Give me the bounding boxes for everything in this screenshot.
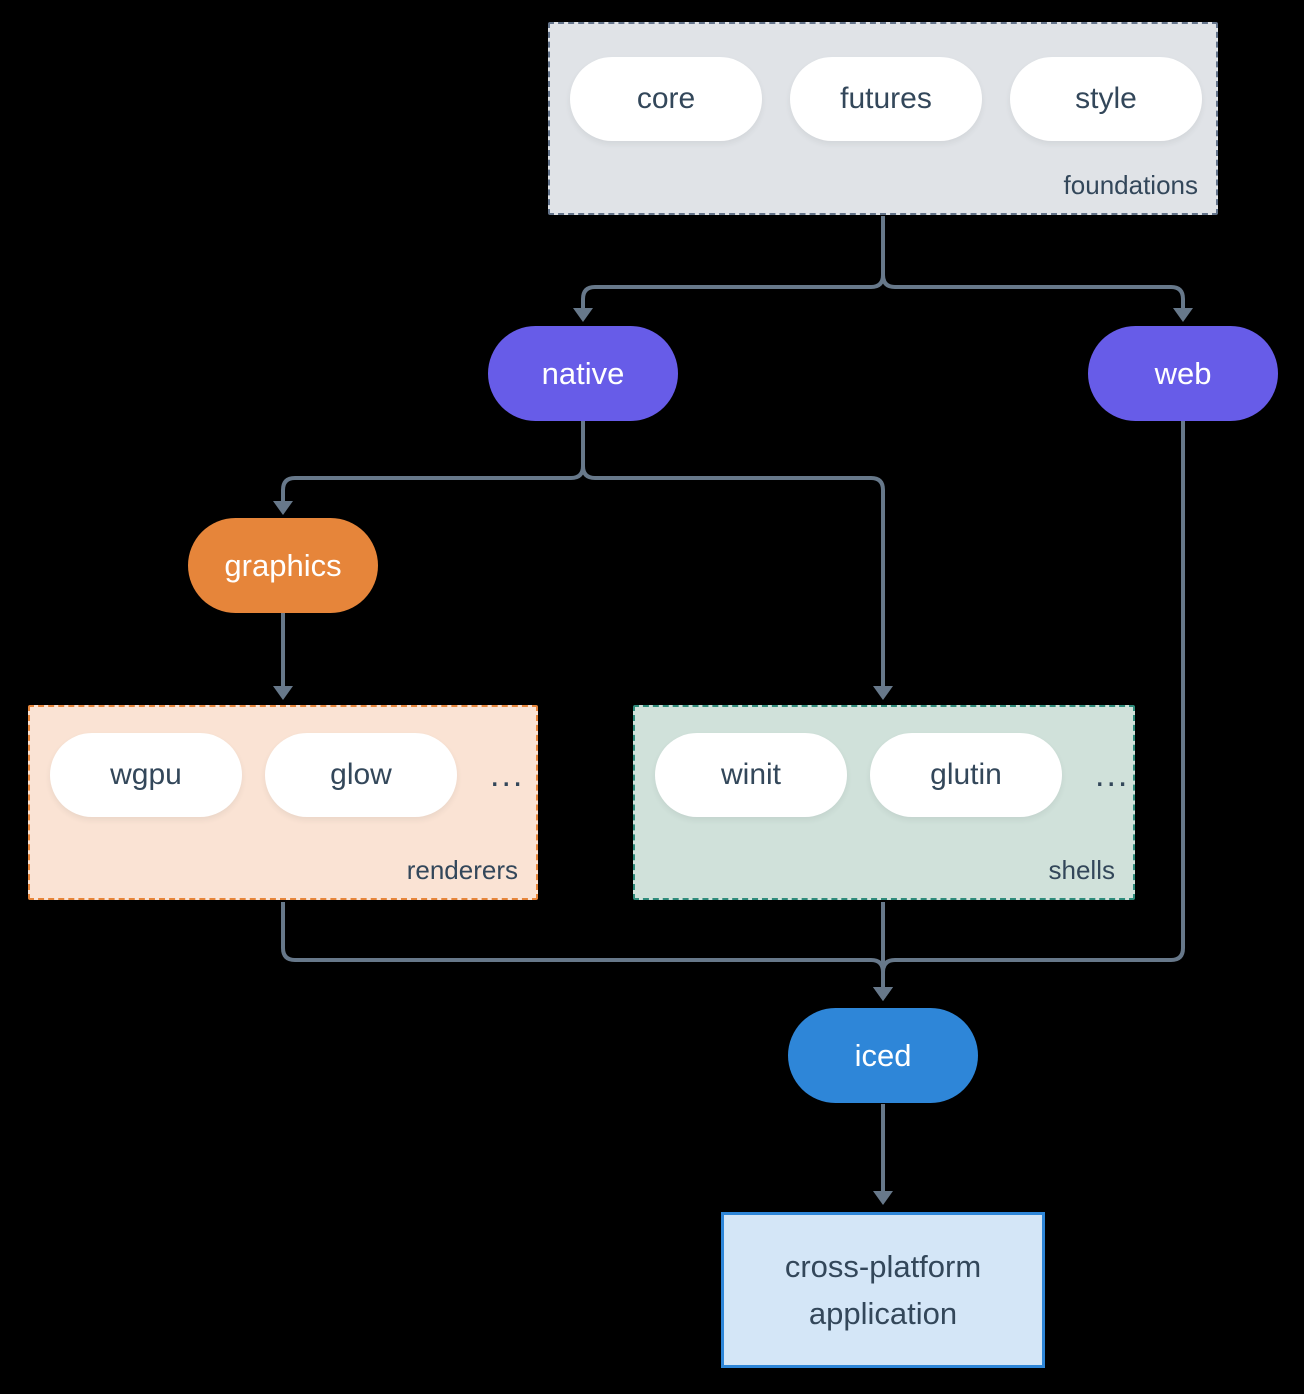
node-graphics: graphics <box>188 518 378 613</box>
pill-core: core <box>570 57 762 141</box>
connector-native-shells <box>581 421 893 700</box>
node-iced: iced <box>788 1008 978 1103</box>
renderers-pill-row: wgpu glow ... <box>30 707 536 817</box>
connector-foundations-web <box>881 216 1193 322</box>
pill-wgpu: wgpu <box>50 733 242 817</box>
foundations-label: foundations <box>1063 170 1198 200</box>
node-web: web <box>1088 326 1278 421</box>
application-label: cross-platform application <box>784 1249 982 1331</box>
pill-glutin: glutin <box>870 733 1062 817</box>
renderers-group: wgpu glow ... renderers <box>28 705 538 900</box>
renderers-label: renderers <box>406 855 518 885</box>
connector-native-graphics <box>273 421 585 515</box>
pill-style: style <box>1010 57 1202 141</box>
renderers-ellipsis: ... <box>490 755 525 794</box>
shells-group: winit glutin ... shells <box>633 705 1135 900</box>
node-native: native <box>488 326 678 421</box>
pill-glow: glow <box>265 733 457 817</box>
pill-futures: futures <box>790 57 982 141</box>
shells-label: shells <box>1048 855 1115 885</box>
foundations-group: core futures style foundations <box>548 22 1218 215</box>
foundations-pill-row: core futures style <box>550 24 1216 141</box>
connector-renderers-iced <box>281 902 893 1001</box>
shells-ellipsis: ... <box>1095 755 1130 794</box>
shells-pill-row: winit glutin ... <box>635 707 1133 817</box>
application-box: cross-platform application <box>721 1212 1045 1368</box>
connector-foundations-native <box>573 216 885 322</box>
pill-winit: winit <box>655 733 847 817</box>
